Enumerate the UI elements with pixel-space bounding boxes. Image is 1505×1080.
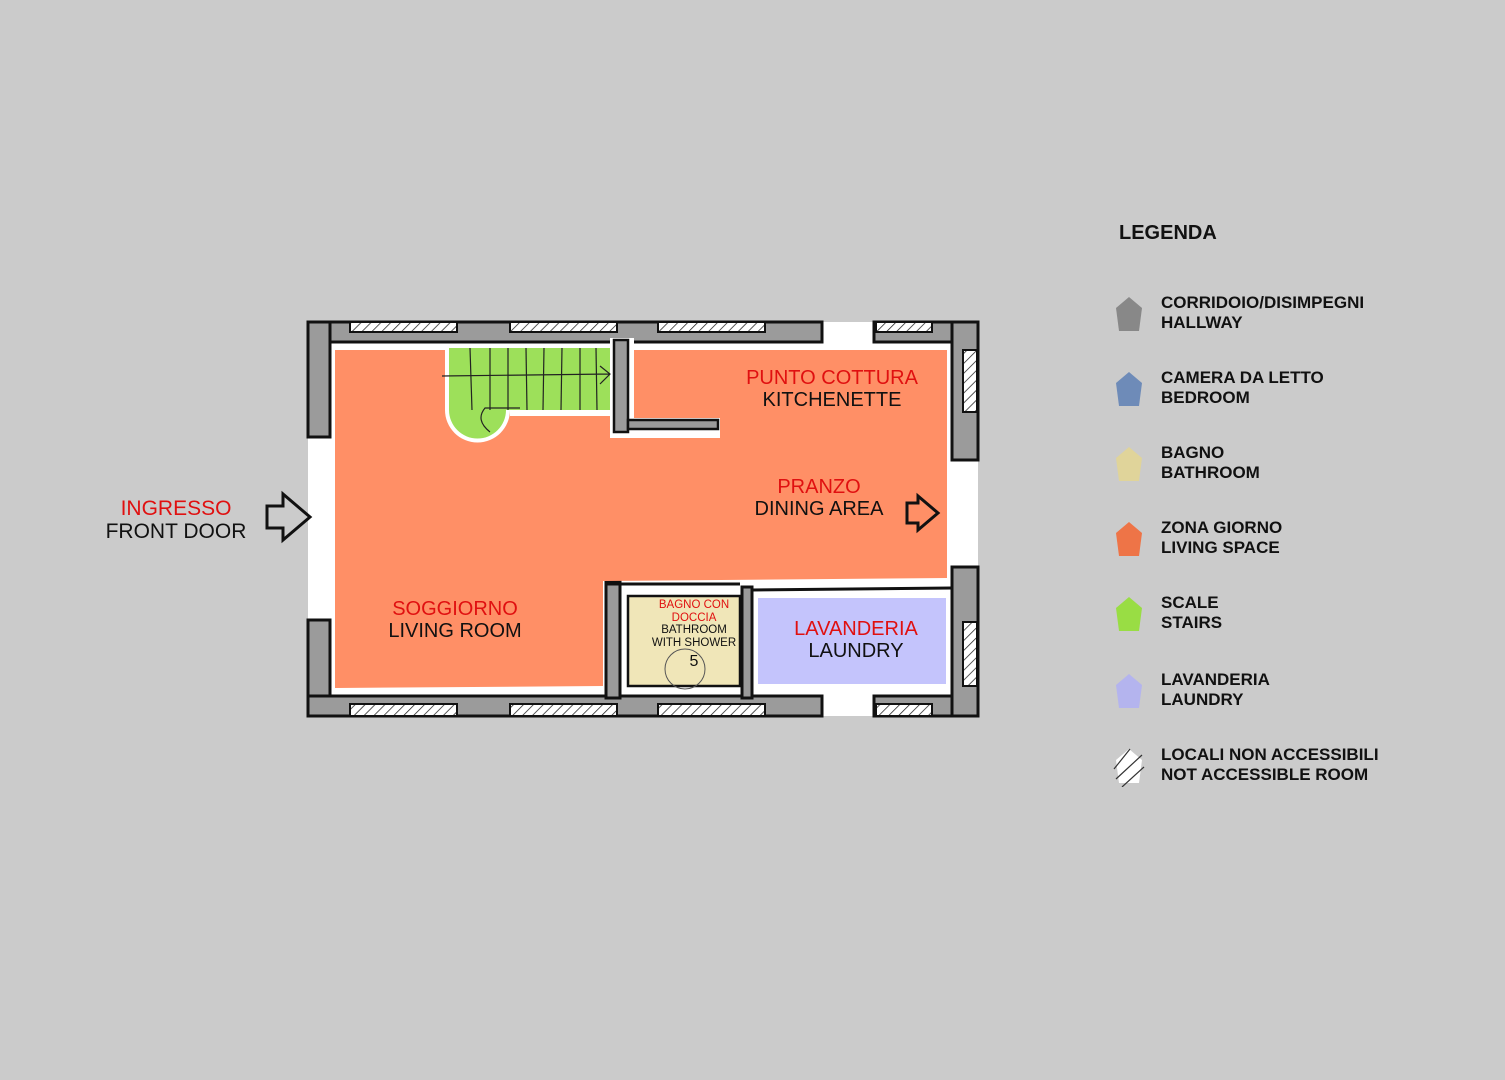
- legend-label-en: HALLWAY: [1161, 313, 1243, 332]
- exit-arrow-icon: [905, 492, 941, 534]
- non-accessible-hatch: [349, 321, 978, 717]
- legend-label-it: CORRIDOIO/DISIMPEGNI: [1161, 293, 1365, 312]
- pentagon-icon: [1116, 372, 1142, 406]
- stairs: [449, 348, 610, 439]
- hatched-pentagon-icon: [1113, 748, 1145, 787]
- legend-label-en: STAIRS: [1161, 613, 1223, 632]
- legend-label-en: LAUNDRY: [1161, 690, 1244, 709]
- legend-title: LEGENDA: [1119, 222, 1217, 244]
- legend-label-en: BATHROOM: [1161, 463, 1260, 482]
- legend-label-it: CAMERA DA LETTO: [1161, 368, 1324, 387]
- shower-circle: [664, 648, 706, 690]
- kitchen-wall: [612, 338, 630, 434]
- legend-label-en: NOT ACCESSIBLE ROOM: [1161, 765, 1369, 784]
- pentagon-icon: [1116, 522, 1142, 556]
- legend-label-en: LIVING SPACE: [1161, 538, 1280, 557]
- legend-label-it: LAVANDERIA: [1161, 670, 1270, 689]
- legend-label-it: ZONA GIORNO: [1161, 518, 1283, 537]
- entrance-arrow-icon: [265, 490, 313, 544]
- legend-label-it: BAGNO: [1161, 443, 1225, 462]
- legend-label-it: LOCALI NON ACCESSIBILI: [1161, 745, 1379, 764]
- room-number: 5: [689, 652, 699, 670]
- bathroom-area: [626, 594, 742, 688]
- pentagon-icon: [1116, 597, 1142, 631]
- pentagon-icon: [1116, 447, 1142, 481]
- legend-label-it: SCALE: [1161, 593, 1219, 612]
- laundry-area: [754, 594, 950, 688]
- legend-label-en: BEDROOM: [1161, 388, 1250, 407]
- pentagon-icon: [1116, 674, 1142, 708]
- stair-treads: [441, 347, 611, 433]
- pentagon-icon: [1116, 297, 1142, 331]
- room-label-bathroom: BAGNO CON DOCCIA BATHROOM WITH SHOWER 5: [651, 599, 737, 670]
